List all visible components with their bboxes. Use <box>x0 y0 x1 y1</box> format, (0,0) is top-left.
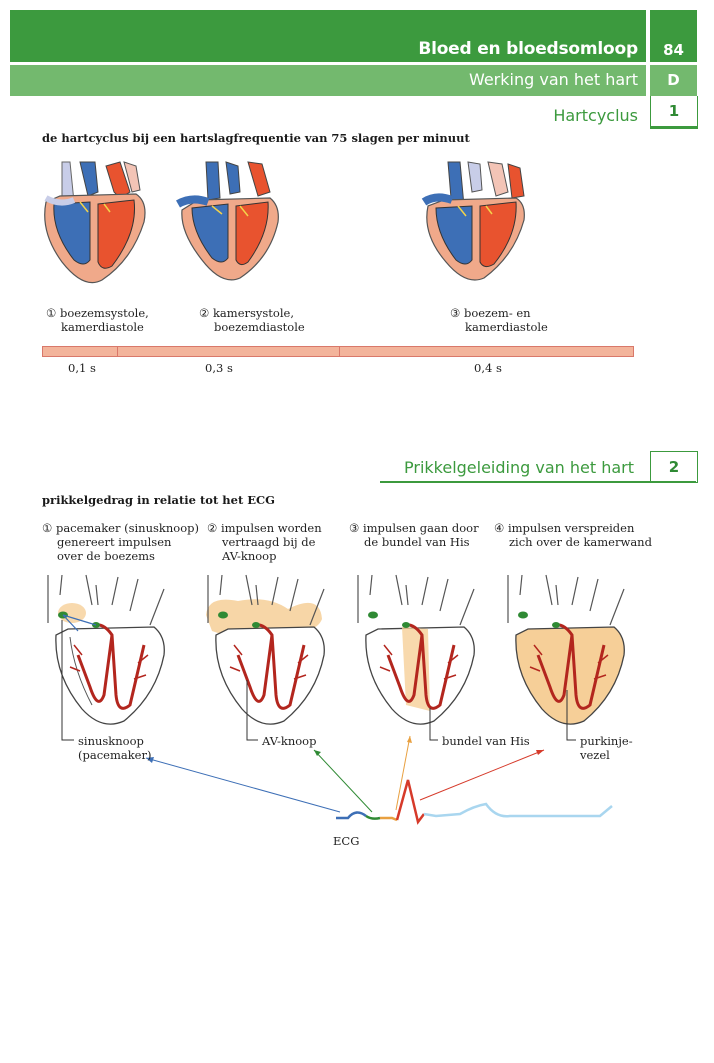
section1-caption: de hartcyclus bij een hartslagfrequentie… <box>42 131 470 145</box>
duration-label: 0,4 s <box>474 361 502 375</box>
bundel-van-his-label: bundel van His <box>442 734 530 748</box>
ecg-label: ECG <box>333 834 360 848</box>
duration-label: 0,3 s <box>205 361 233 375</box>
chapter-band: Bloed en bloedsomloop <box>10 10 646 62</box>
section2-rule <box>380 481 696 483</box>
sinusknoop-label: sinusknoop (pacemaker) <box>78 734 152 762</box>
cycle-time-bar <box>42 346 634 357</box>
conduction-heart-step4 <box>507 574 625 725</box>
duration-label: 0,1 s <box>68 361 96 375</box>
av-knoop-label: AV-knoop <box>262 734 317 748</box>
heart-phase3-illustration <box>421 161 525 281</box>
subchapter-letter: D <box>650 65 697 96</box>
step4-label: ④ impulsen verspreiden zich over de kame… <box>494 521 652 549</box>
section1-title: Hartcyclus <box>553 106 638 125</box>
section2-number: 2 <box>650 451 698 483</box>
step1-label: ① pacemaker (sinusknoop) genereert impul… <box>42 521 199 563</box>
heart-phase2-illustration <box>176 161 279 281</box>
chapter-number: 84 <box>650 10 697 62</box>
section1-number: 1 <box>650 96 698 127</box>
step3-label: ③ impulsen gaan door de bundel van His <box>349 521 479 549</box>
time-divider <box>339 347 340 356</box>
phase3-label: ③ boezem- en kamerdiastole <box>450 306 548 334</box>
phase2-label: ② kamersystole, boezemdiastole <box>199 306 305 334</box>
purkinjevezel-label: purkinje- vezel <box>580 734 633 762</box>
phase1-label: ① boezemsystole, kamerdiastole <box>46 306 149 334</box>
time-divider <box>117 347 118 356</box>
section1-rule <box>650 127 698 129</box>
subchapter-band: Werking van het hart <box>10 65 646 96</box>
section2-caption: prikkelgedrag in relatie tot het ECG <box>42 493 276 507</box>
section2-title: Prikkelgeleiding van het hart <box>404 458 634 477</box>
step2-label: ② impulsen worden vertraagd bij de AV-kn… <box>207 521 322 563</box>
conduction-heart-step2 <box>206 574 325 725</box>
subchapter-title: Werking van het hart <box>468 70 638 89</box>
conduction-heart-step1 <box>47 574 165 725</box>
heart-phase1-illustration <box>44 161 146 284</box>
chapter-title: Bloed en bloedsomloop <box>418 39 638 59</box>
conduction-heart-step3 <box>357 574 475 725</box>
